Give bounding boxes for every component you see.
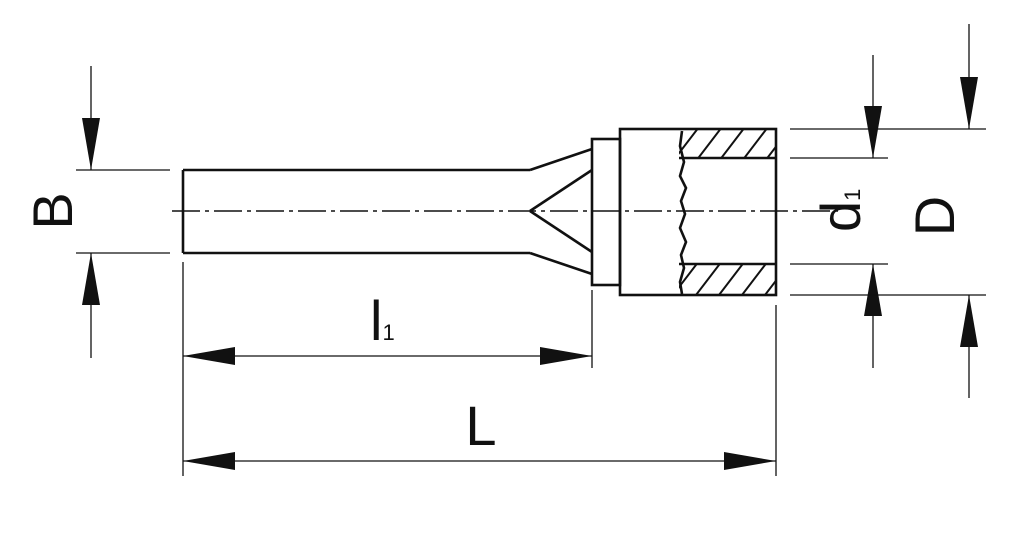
svg-text:B: B bbox=[21, 192, 84, 229]
dimension-l1: l1 bbox=[182, 262, 593, 476]
collar-flange bbox=[590, 137, 622, 287]
svg-text:D: D bbox=[903, 196, 966, 236]
dimension-d-label: D bbox=[903, 196, 966, 236]
dimension-b: B bbox=[21, 66, 170, 358]
insulation-sleeve bbox=[618, 127, 778, 297]
svg-text:d1: d1 bbox=[809, 189, 872, 232]
dimension-l1-label: l bbox=[370, 289, 382, 352]
section-hatching-bottom bbox=[679, 264, 776, 295]
dimension-d1-subscript: 1 bbox=[840, 189, 865, 201]
dimension-d1-label: d bbox=[809, 201, 872, 232]
section-hatching-top bbox=[679, 129, 776, 158]
dimension-d: D bbox=[790, 24, 986, 398]
dimension-l1-subscript: 1 bbox=[382, 320, 394, 345]
dimension-l-label: L bbox=[465, 394, 496, 457]
funnel-transition bbox=[529, 147, 593, 276]
dimension-b-label: B bbox=[21, 192, 84, 229]
dimension-l: L bbox=[183, 305, 777, 476]
dimension-d1: d1 bbox=[790, 55, 888, 368]
svg-text:l1: l1 bbox=[370, 289, 395, 352]
